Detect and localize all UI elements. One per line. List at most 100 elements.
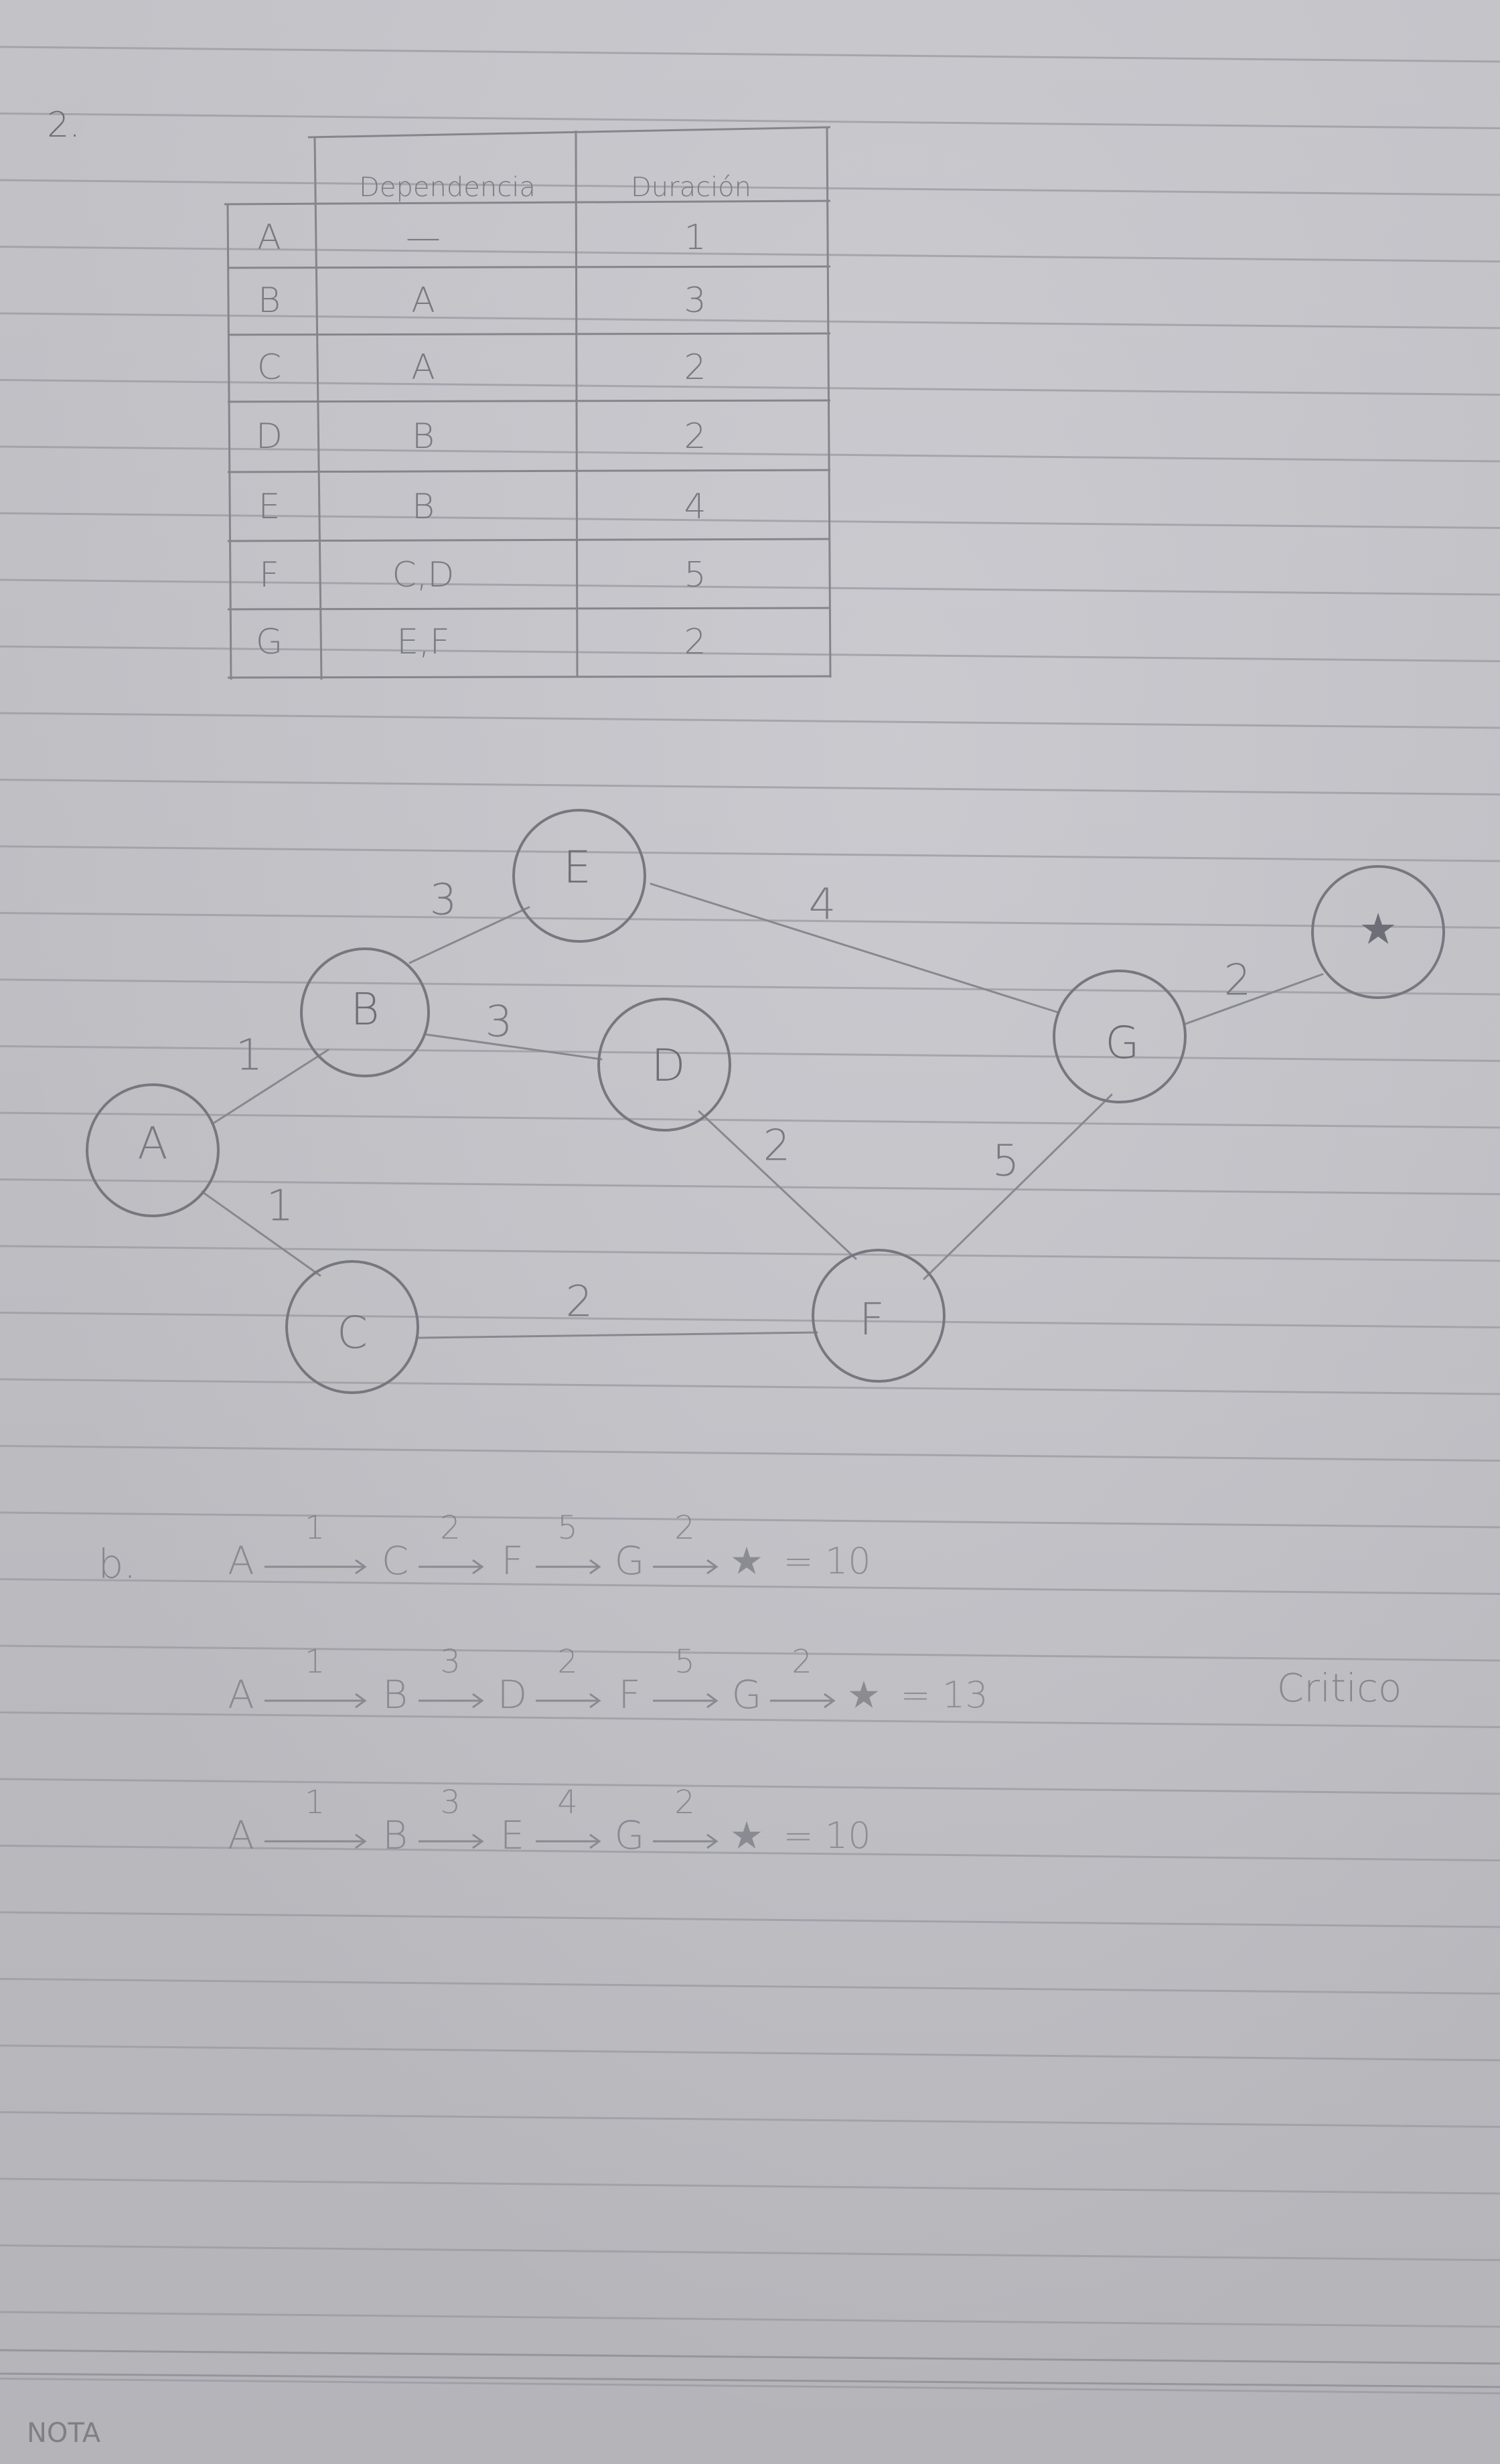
- path-weight: 3: [440, 1643, 461, 1681]
- footer-label: NOTA: [27, 2418, 101, 2449]
- svg-text:D: D: [652, 1040, 686, 1091]
- edge-label-b-d: 3: [485, 998, 513, 1047]
- path-weight: 2: [674, 1509, 695, 1547]
- arrowhead-icon: [472, 1559, 484, 1575]
- path-node: G: [615, 1538, 645, 1584]
- node-f: F: [812, 1249, 946, 1383]
- table-row: D B 2: [256, 416, 706, 457]
- node-b: B: [300, 947, 430, 1077]
- arrowhead-icon: [589, 1559, 601, 1575]
- path-node: B: [382, 1813, 408, 1858]
- header-dependency: Dependencia: [359, 172, 536, 203]
- path-weight: 5: [674, 1643, 695, 1681]
- path-weight: 5: [557, 1509, 578, 1547]
- star-icon: ★: [730, 1539, 763, 1583]
- edge-label-g-end: 2: [1224, 956, 1252, 1006]
- table-row: E B 4: [258, 487, 706, 527]
- svg-text:F: F: [859, 1294, 885, 1345]
- star-icon: ★: [1359, 905, 1397, 955]
- edge-label-e-g: 4: [809, 880, 836, 930]
- path-total: = 13: [900, 1674, 988, 1716]
- node-end-star: ★: [1311, 865, 1445, 999]
- arrowhead-icon: [589, 1833, 601, 1849]
- arrowhead-icon: [472, 1693, 484, 1709]
- path-weight: 2: [674, 1784, 695, 1821]
- svg-text:E: E: [563, 842, 591, 893]
- node-a: A: [86, 1083, 220, 1217]
- path-node: G: [615, 1813, 645, 1858]
- node-e: E: [512, 809, 646, 943]
- header-duration: Duración: [631, 172, 751, 203]
- duration-cell: 1: [684, 218, 706, 258]
- duration-cell: 2: [684, 348, 706, 388]
- dependency-cell: B: [412, 487, 435, 527]
- activity-cell: A: [257, 218, 281, 258]
- dependency-cell: E,F: [396, 622, 449, 662]
- duration-cell: 2: [684, 622, 706, 662]
- arrowhead-icon: [706, 1833, 719, 1849]
- duration-cell: 5: [684, 555, 706, 595]
- path-node: E: [500, 1813, 525, 1858]
- activity-cell: G: [256, 622, 283, 662]
- svg-text:G: G: [1105, 1017, 1139, 1069]
- svg-text:C: C: [337, 1307, 368, 1359]
- duration-cell: 2: [684, 416, 706, 457]
- node-c: C: [285, 1260, 419, 1394]
- activity-cell: C: [257, 348, 281, 388]
- edge-label-a-b: 1: [236, 1031, 263, 1081]
- edge-label-c-f: 2: [566, 1278, 593, 1327]
- path-weight: 1: [305, 1643, 325, 1681]
- star-icon: ★: [847, 1673, 881, 1717]
- duration-cell: 4: [684, 487, 706, 527]
- arrowhead-icon: [355, 1833, 367, 1849]
- node-g: G: [1053, 970, 1187, 1103]
- table-row: B A 3: [258, 281, 706, 321]
- table-row: G E,F 2: [256, 622, 706, 662]
- table-row: A—1: [257, 218, 706, 258]
- dependency-cell: B: [412, 416, 435, 457]
- path-node: B: [382, 1672, 408, 1717]
- activity-cell: D: [256, 416, 283, 457]
- path-node: A: [228, 1538, 254, 1584]
- network-edges: [201, 882, 1324, 1339]
- duration-cell: 3: [684, 281, 706, 321]
- edge-label-f-g: 5: [992, 1137, 1020, 1186]
- path-node: A: [228, 1672, 254, 1717]
- path-node: F: [618, 1672, 640, 1717]
- path-weight: 1: [305, 1784, 325, 1821]
- path-weight: 2: [557, 1643, 578, 1681]
- network-nodes: A B C D E F G ★: [86, 809, 1445, 1394]
- table-row: C A 2: [257, 348, 706, 388]
- path-weight: 3: [440, 1784, 461, 1821]
- dependency-cell: C,D: [392, 555, 455, 595]
- arrowhead-icon: [589, 1693, 601, 1709]
- part-b-label: b.: [98, 1541, 136, 1588]
- path-node: D: [498, 1672, 528, 1717]
- path-weight: 4: [557, 1784, 578, 1821]
- star-icon: ★: [730, 1814, 763, 1857]
- edge-labels: 1 1 3 3 4 2 2 5 2: [236, 876, 1252, 1327]
- path-node: F: [501, 1538, 523, 1584]
- path-node: A: [228, 1813, 254, 1858]
- path-node: C: [382, 1538, 409, 1584]
- edge-label-a-c: 1: [267, 1182, 294, 1231]
- activity-cell: B: [258, 281, 281, 321]
- path-total: = 10: [783, 1815, 871, 1857]
- activity-cell: F: [259, 555, 279, 595]
- critical-path-note: Critico: [1277, 1665, 1402, 1711]
- dependency-cell: A: [411, 281, 435, 321]
- activity-cell: E: [258, 487, 281, 527]
- arrowhead-icon: [706, 1559, 719, 1575]
- dependency-cell: A: [411, 348, 435, 388]
- table-row: F C,D 5: [259, 555, 706, 595]
- path-node: G: [732, 1672, 762, 1717]
- arrowhead-icon: [706, 1693, 719, 1709]
- path-total: = 10: [783, 1540, 871, 1582]
- arrowhead-icon: [355, 1559, 367, 1575]
- svg-text:B: B: [350, 984, 379, 1035]
